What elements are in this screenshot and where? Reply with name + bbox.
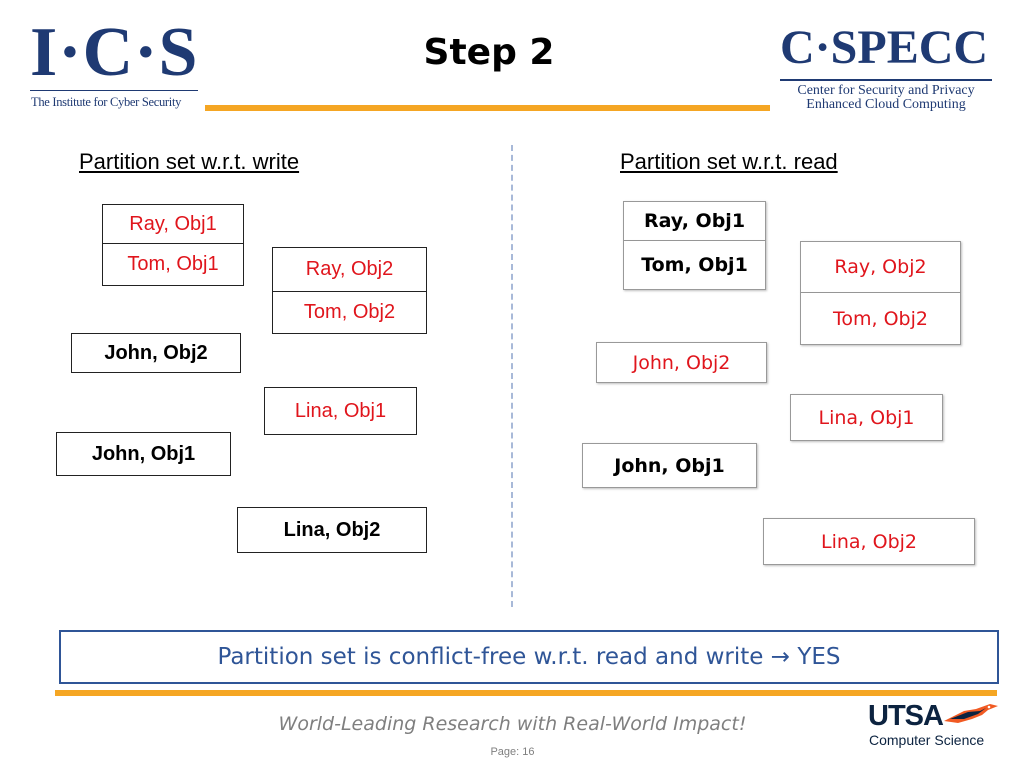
read-cell-john-obj1: John, Obj1 xyxy=(582,443,757,488)
write-cell-tom-obj2: Tom, Obj2 xyxy=(272,292,427,334)
read-cell-john-obj2: John, Obj2 xyxy=(596,342,767,383)
header-accent-bar xyxy=(205,105,770,111)
section-divider xyxy=(511,145,513,607)
conclusion-box: Partition set is conflict-free w.r.t. re… xyxy=(59,630,999,684)
write-cell-lina-obj2: Lina, Obj2 xyxy=(237,507,427,553)
write-cell-lina-obj1: Lina, Obj1 xyxy=(264,387,417,435)
read-cell-lina-obj1: Lina, Obj1 xyxy=(790,394,943,441)
write-cell-john-obj1: John, Obj1 xyxy=(56,432,231,476)
read-cell-lina-obj2: Lina, Obj2 xyxy=(763,518,975,565)
ics-logo: I·C·S xyxy=(30,14,199,91)
read-cell-tom-obj2: Tom, Obj2 xyxy=(800,293,961,345)
read-cell-ray-obj2: Ray, Obj2 xyxy=(800,241,961,293)
footer-slogan: World-Leading Research with Real-World I… xyxy=(278,713,747,735)
utsa-subtitle: Computer Science xyxy=(869,732,985,748)
cspecc-subtitle: Center for Security and Privacy Enhanced… xyxy=(780,84,992,112)
ics-logo-rule xyxy=(30,90,198,91)
slide-title: Step 2 xyxy=(423,32,555,73)
utsa-logo-text: UTSA xyxy=(868,700,944,732)
footer-accent-bar xyxy=(55,690,997,696)
cspecc-subtitle-line1: Center for Security and Privacy xyxy=(797,83,975,98)
read-heading: Partition set w.r.t. read xyxy=(620,149,838,174)
write-cell-ray-obj1: Ray, Obj1 xyxy=(102,204,244,244)
cspecc-subtitle-line2: Enhanced Cloud Computing xyxy=(806,97,966,112)
conclusion-text: Partition set is conflict-free w.r.t. re… xyxy=(217,644,841,670)
page-number: Page: 16 xyxy=(490,746,535,758)
ics-subtitle: The Institute for Cyber Security xyxy=(31,95,182,109)
read-cell-tom-obj1: Tom, Obj1 xyxy=(623,241,766,290)
write-cell-ray-obj2: Ray, Obj2 xyxy=(272,247,427,292)
cspecc-logo-rule xyxy=(780,79,992,81)
utsa-roadrunner-icon xyxy=(944,704,998,723)
write-heading: Partition set w.r.t. write xyxy=(79,149,300,174)
write-cell-john-obj2: John, Obj2 xyxy=(71,333,241,373)
cspecc-logo: C·SPECC xyxy=(780,21,989,74)
write-cell-tom-obj1: Tom, Obj1 xyxy=(102,244,244,286)
read-cell-ray-obj1: Ray, Obj1 xyxy=(623,201,766,241)
